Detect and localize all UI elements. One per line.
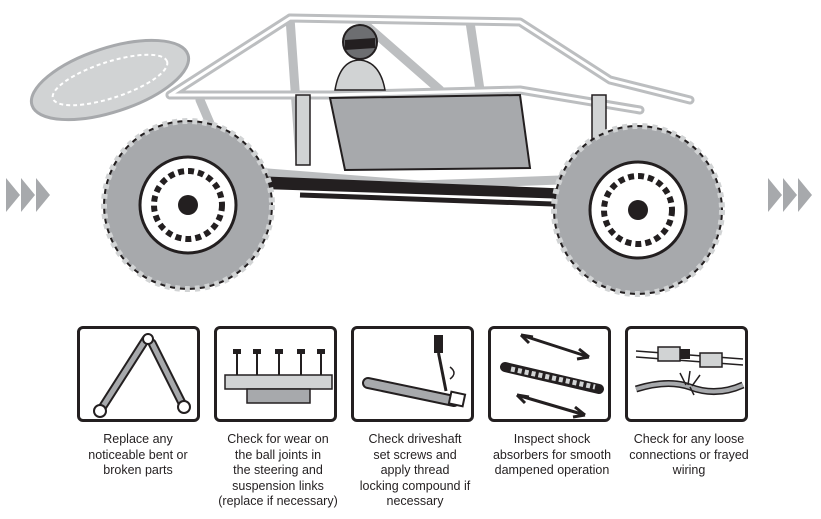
step-panel-ball-joints <box>214 326 337 422</box>
caption-line: apply thread <box>380 463 450 477</box>
driver-figure <box>334 24 386 91</box>
rear-wheel <box>101 118 275 292</box>
caption-line: the ball joints in <box>234 447 322 462</box>
caption-line: Check for any loose <box>633 432 745 446</box>
bent-link-icon <box>93 333 191 418</box>
caption-shocks: Inspect shock absorbers for smooth dampe… <box>477 432 627 479</box>
steering-linkage-icon <box>224 349 333 404</box>
chassis-rails <box>230 175 600 200</box>
caption-line: wiring <box>672 463 706 477</box>
triple-chevron-left-side-icon <box>6 178 50 212</box>
caption-line: connections or frayed <box>629 447 749 462</box>
step-panel-wiring <box>625 326 748 422</box>
caption-line: the steering and <box>233 463 323 477</box>
vehicle-illustration <box>29 13 725 297</box>
step-panel-driveshaft <box>351 326 474 422</box>
caption-driveshaft: Check driveshaft set screws and apply th… <box>340 432 490 510</box>
spare-tire <box>29 38 191 122</box>
caption-line: dampened operation <box>494 463 610 477</box>
rear-shock <box>295 94 311 166</box>
frayed-wire-icon <box>634 346 745 396</box>
caption-line: necessary <box>386 494 444 508</box>
shock-absorber-icon <box>500 333 604 419</box>
step-panel-replace-parts <box>77 326 200 422</box>
caption-line: set screws and <box>373 447 457 462</box>
caption-line: locking compound if <box>359 478 471 493</box>
step-panel-shocks <box>488 326 611 422</box>
caption-wiring: Check for any loose connections or fraye… <box>614 432 764 479</box>
front-wheel <box>551 123 725 297</box>
caption-line: noticeable bent or <box>88 447 188 462</box>
caption-ball-joints: Check for wear on the ball joints in the… <box>203 432 353 510</box>
caption-line: suspension links <box>232 478 324 493</box>
caption-line: Check driveshaft <box>368 432 462 446</box>
side-panel <box>328 93 532 172</box>
caption-replace-parts: Replace any noticeable bent or broken pa… <box>63 432 213 479</box>
caption-line: Inspect shock <box>513 432 591 446</box>
caption-line: absorbers for smooth <box>492 447 612 462</box>
caption-line: (replace if necessary) <box>218 494 338 508</box>
triple-chevron-right-side-icon <box>768 178 812 212</box>
driveshaft-screwdriver-icon <box>362 335 467 408</box>
caption-line: broken parts <box>103 463 173 477</box>
caption-line: Check for wear on <box>227 432 329 446</box>
caption-line: Replace any <box>103 432 173 446</box>
